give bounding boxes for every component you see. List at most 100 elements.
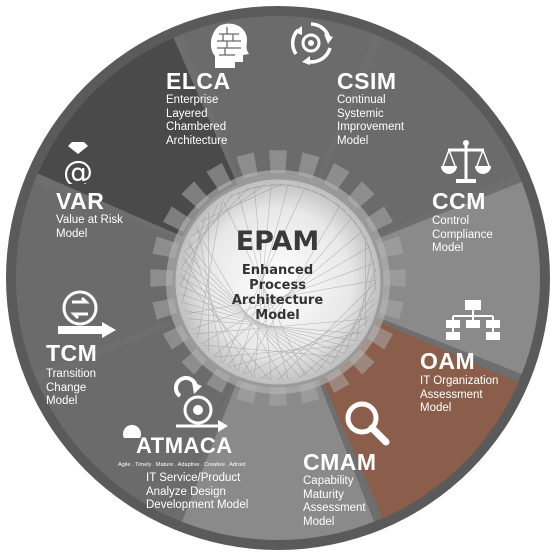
network-line xyxy=(184,188,248,252)
network-line xyxy=(191,184,265,237)
center-title: EPAM xyxy=(235,226,320,257)
network-line xyxy=(277,281,377,381)
segment-title: CCM xyxy=(432,188,486,214)
svg-text:@: @ xyxy=(63,155,93,184)
network-line xyxy=(237,184,289,372)
network-line xyxy=(260,298,375,379)
description-line: Continual xyxy=(337,94,386,106)
description-line: Model xyxy=(303,515,335,528)
description-line: Compliance xyxy=(432,228,493,241)
description-line: Assessment xyxy=(420,388,483,401)
description-line: Analyze Design xyxy=(146,485,226,498)
segment-description: Control Compliance Model xyxy=(432,215,493,256)
description-line: Model xyxy=(337,134,369,147)
network-line xyxy=(194,318,369,335)
network-line xyxy=(180,273,270,380)
network-line xyxy=(187,318,362,335)
segment-description: Value at Risk Model xyxy=(56,214,123,241)
org-chart-icon xyxy=(446,300,500,340)
atmaca-tagline: Agile . Timely . Mature . Adaptive . Cre… xyxy=(118,462,246,468)
description-line: Assessment xyxy=(303,502,366,514)
network-line xyxy=(182,302,351,348)
description-line: Development Model xyxy=(146,499,249,511)
network-line xyxy=(299,320,369,378)
network-line xyxy=(242,205,340,374)
description-line: Capability xyxy=(303,475,354,487)
network-line xyxy=(222,187,306,364)
head-bricks-icon xyxy=(210,23,249,68)
center-subtitle-line: Process xyxy=(249,278,306,293)
magnifier-icon xyxy=(345,401,390,446)
segment-title: VAR xyxy=(56,188,105,214)
segment-description: Continual Systemic Improvement Model xyxy=(337,94,404,148)
description-line: Enterprise xyxy=(166,94,219,106)
center-subtitle: Enhanced Process Architecture Model xyxy=(210,263,345,323)
network-line xyxy=(179,204,218,286)
description-line: IT Organization xyxy=(420,375,499,387)
network-line xyxy=(180,195,233,269)
network-line xyxy=(183,256,253,377)
network-line xyxy=(253,184,272,378)
description-line: Maturity xyxy=(303,488,344,501)
segment-description: Transition Change Model xyxy=(46,368,96,409)
at-diamond-icon: @ xyxy=(63,142,93,184)
center-circle xyxy=(172,176,384,388)
segment-title: TCM xyxy=(46,340,98,366)
network-line xyxy=(335,202,358,225)
network-line xyxy=(367,242,376,272)
segment-title: OAM xyxy=(420,348,476,374)
network-line xyxy=(244,315,371,375)
network-line xyxy=(195,228,284,381)
network-line xyxy=(179,285,339,360)
scales-icon xyxy=(441,140,491,183)
network-line xyxy=(312,190,340,207)
network-line xyxy=(296,185,326,197)
network-line xyxy=(222,200,306,377)
center-subtitle-line: Architecture xyxy=(231,293,324,308)
network-line xyxy=(246,183,277,190)
network-line xyxy=(348,213,367,240)
description-line: Model xyxy=(432,242,464,254)
network-line xyxy=(228,330,363,368)
network-line xyxy=(180,293,345,354)
network-line xyxy=(279,183,310,190)
description-line: Value at Risk xyxy=(56,214,123,226)
network-line xyxy=(320,193,347,212)
network-line xyxy=(355,253,373,342)
description-line: IT Service/Product xyxy=(146,472,241,484)
description-line: Model xyxy=(420,402,452,414)
network-line xyxy=(184,251,309,376)
description-line: Model xyxy=(56,227,88,240)
description-line: Systemic xyxy=(337,107,384,120)
description-line: Chambered xyxy=(166,121,227,133)
network-line xyxy=(227,217,353,367)
network-line xyxy=(213,231,363,357)
network-line xyxy=(188,240,237,371)
network-line xyxy=(253,186,272,380)
network-line xyxy=(185,279,377,315)
network-line xyxy=(344,269,376,354)
network-line xyxy=(197,201,223,339)
description-line: Control xyxy=(432,215,470,227)
network-line xyxy=(358,227,373,256)
segment-description: IT Organization Assessment Model xyxy=(420,375,498,416)
network-line xyxy=(181,216,206,303)
segment-description: IT Service/Product Analyze Design Develo… xyxy=(146,472,248,513)
segment-description: Capability Maturity Assessment Model xyxy=(303,475,366,529)
cycle-gear-icon xyxy=(290,22,333,65)
transition-arrow-icon xyxy=(58,290,116,338)
network-line xyxy=(200,183,282,222)
network-line xyxy=(182,259,317,373)
description-line: Architecture xyxy=(166,134,228,147)
network-line xyxy=(214,344,354,358)
segment-title: CSIM xyxy=(337,68,397,94)
network-line xyxy=(230,185,260,197)
network-line xyxy=(316,303,374,373)
segment-title: ELCA xyxy=(166,68,231,94)
description-line: Change xyxy=(46,381,87,394)
segment-shape-cmam xyxy=(181,366,375,541)
gear-tooth xyxy=(269,150,287,174)
segment-title: ATMACA xyxy=(136,433,233,458)
gear-tooth xyxy=(298,152,320,179)
network-line xyxy=(192,263,375,330)
